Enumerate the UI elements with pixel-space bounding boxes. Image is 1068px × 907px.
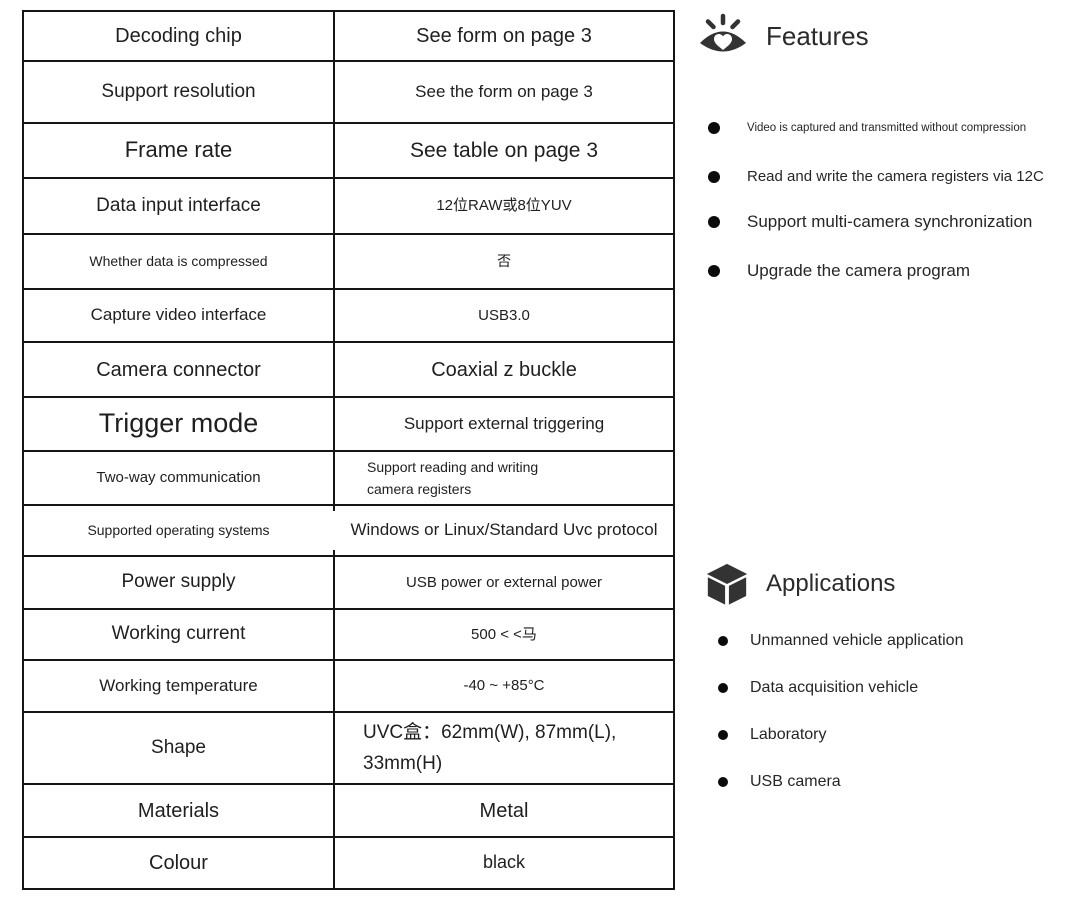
list-item: Support multi-camera synchronization xyxy=(698,212,1068,232)
list-item-label: Upgrade the camera program xyxy=(747,261,971,280)
table-row: Capture video interface USB3.0 xyxy=(24,290,673,343)
spec-value: Coaxial z buckle xyxy=(431,358,577,381)
spec-value: Support external triggering xyxy=(403,413,605,433)
table-row: Shape UVC盒：62mm(W), 87mm(L), 33mm(H) xyxy=(24,713,673,785)
features-header: Features xyxy=(698,8,1068,64)
cube-icon xyxy=(704,561,750,607)
list-item: Unmanned vehicle application xyxy=(698,632,1068,650)
table-row: Frame rate See table on page 3 xyxy=(24,124,673,179)
applications-header: Applications xyxy=(698,556,1068,612)
spec-label: Capture video interface xyxy=(24,290,335,341)
list-item-label: Laboratory xyxy=(750,726,827,743)
spec-label: Colour xyxy=(24,838,335,888)
spec-label: Support resolution xyxy=(24,62,335,122)
spec-table: Decoding chip See form on page 3 Support… xyxy=(22,10,675,890)
spec-label: Working current xyxy=(24,610,335,659)
spec-label: Data input interface xyxy=(24,179,335,233)
table-row: Whether data is compressed 否 xyxy=(24,235,673,290)
spec-label: Frame rate xyxy=(24,124,335,177)
spec-label: Materials xyxy=(24,785,335,836)
list-item: Data acquisition vehicle xyxy=(698,679,1068,697)
spec-label: Decoding chip xyxy=(24,12,335,60)
list-item-label: Support multi-camera synchronization xyxy=(747,212,1033,231)
eye-heart-icon xyxy=(698,13,748,59)
table-row: Working temperature -40 ~ +85°C xyxy=(24,661,673,713)
spec-label: Supported operating systems xyxy=(24,506,335,555)
list-item: Video is captured and transmitted withou… xyxy=(698,122,1068,134)
spec-value: -40 ~ +85°C xyxy=(463,677,545,695)
list-item: Upgrade the camera program xyxy=(698,261,1068,281)
applications-title: Applications xyxy=(766,570,896,597)
bullet-icon xyxy=(708,122,720,134)
table-row: Colour black xyxy=(24,838,673,888)
bullet-icon xyxy=(708,170,720,183)
spec-label: Two-way communication xyxy=(24,452,335,504)
spec-value: Windows or Linux/Standard Uvc protocol xyxy=(327,506,673,555)
spec-value: See form on page 3 xyxy=(416,25,592,47)
list-item: Read and write the camera registers via … xyxy=(698,168,1068,185)
spec-value: Support reading and writing camera regis… xyxy=(367,458,539,497)
list-item-label: Video is captured and transmitted withou… xyxy=(747,122,1027,134)
features-list: Video is captured and transmitted withou… xyxy=(698,122,1068,281)
table-row: Supported operating systems Windows or L… xyxy=(24,506,673,557)
list-item-label: Read and write the camera registers via … xyxy=(747,168,1044,185)
spec-value: 500 < <马 xyxy=(471,625,537,643)
spec-label: Working temperature xyxy=(24,661,335,711)
table-row: Two-way communication Support reading an… xyxy=(24,452,673,506)
spec-value: 否 xyxy=(497,253,511,270)
list-item-label: Data acquisition vehicle xyxy=(750,679,919,696)
bullet-icon xyxy=(708,216,720,228)
table-row: Power supply USB power or external power xyxy=(24,557,673,610)
spec-label: Shape xyxy=(24,713,335,783)
spec-value: See table on page 3 xyxy=(410,138,598,162)
spec-value: UVC盒：62mm(W), 87mm(L), 33mm(H) xyxy=(363,721,617,774)
bullet-icon xyxy=(718,777,728,787)
spec-label: Camera connector xyxy=(24,343,335,396)
list-item-label: Unmanned vehicle application xyxy=(750,632,964,649)
list-item: Laboratory xyxy=(698,726,1068,744)
spec-value: Metal xyxy=(479,799,529,822)
spec-label: Power supply xyxy=(24,557,335,608)
spec-value: black xyxy=(482,852,526,873)
spec-label: Trigger mode xyxy=(24,398,335,450)
spec-value: USB power or external power xyxy=(406,573,602,591)
table-row: Camera connector Coaxial z buckle xyxy=(24,343,673,398)
features-title: Features xyxy=(766,20,869,51)
table-row: Materials Metal xyxy=(24,785,673,838)
bullet-icon xyxy=(718,636,728,646)
bullet-icon xyxy=(718,683,728,693)
spec-label: Whether data is compressed xyxy=(24,235,335,288)
bullet-icon xyxy=(708,265,720,277)
list-item: USB camera xyxy=(698,773,1068,791)
applications-list: Unmanned vehicle application Data acquis… xyxy=(698,632,1068,791)
features-section: Features Video is captured and transmitt… xyxy=(698,8,1068,281)
spec-value: 12位RAW或8位YUV xyxy=(436,197,572,215)
list-item-label: USB camera xyxy=(750,773,841,790)
table-row: Data input interface 12位RAW或8位YUV xyxy=(24,179,673,235)
spec-value: See the form on page 3 xyxy=(415,81,593,101)
table-row: Decoding chip See form on page 3 xyxy=(24,12,673,62)
applications-section: Applications Unmanned vehicle applicatio… xyxy=(698,556,1068,791)
bullet-icon xyxy=(718,730,728,740)
table-row: Trigger mode Support external triggering xyxy=(24,398,673,452)
table-row: Support resolution See the form on page … xyxy=(24,62,673,124)
spec-value: USB3.0 xyxy=(478,306,530,324)
table-row: Working current 500 < <马 xyxy=(24,610,673,661)
